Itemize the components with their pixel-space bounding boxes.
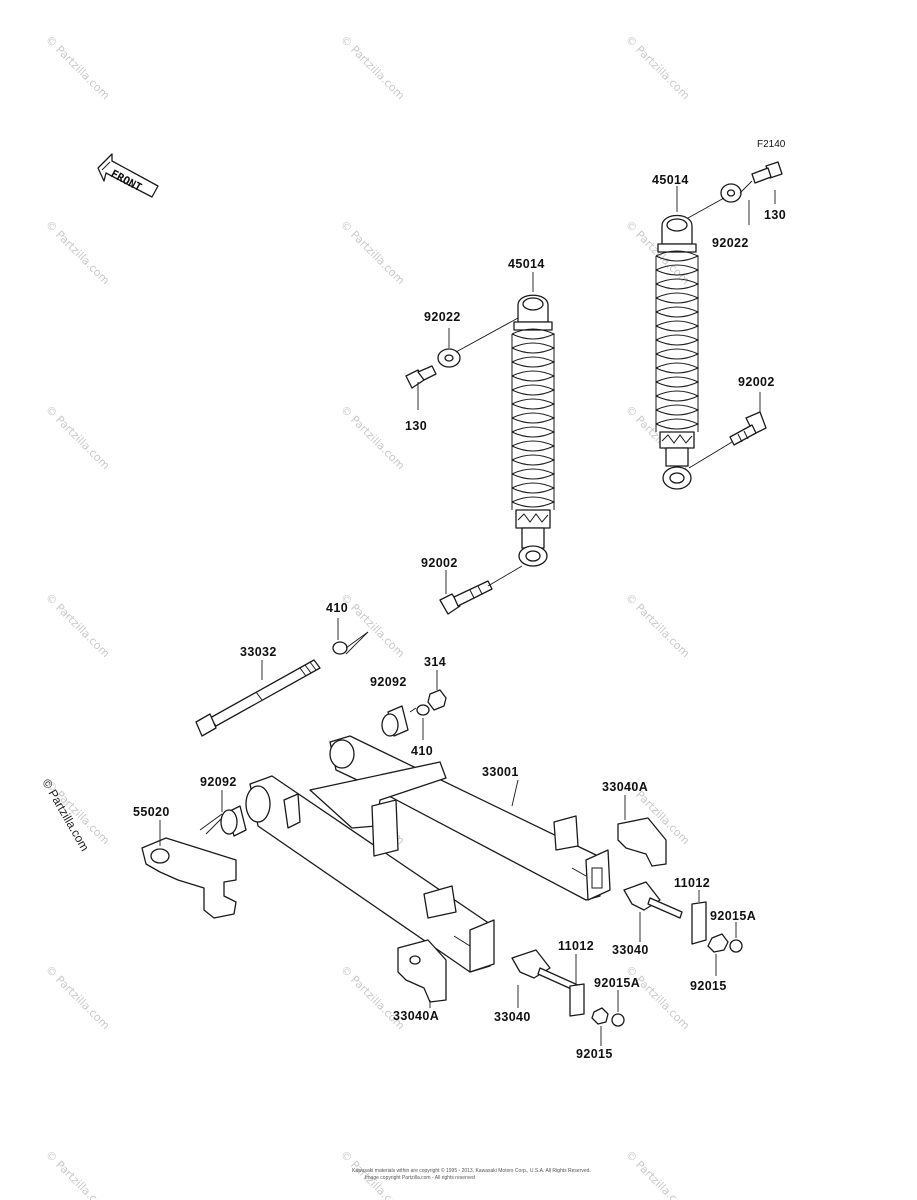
watermark: © Partzilla.com bbox=[43, 33, 112, 102]
part-labels: 45014 92022 130 92002 45014 92022 130 92… bbox=[133, 173, 786, 1061]
label-45014-b: 45014 bbox=[652, 173, 689, 187]
label-92015-right: 92015 bbox=[690, 979, 727, 993]
watermark: © Partzilla.com bbox=[338, 218, 407, 287]
chain-guide-55020 bbox=[141, 837, 237, 919]
label-314: 314 bbox=[424, 655, 446, 669]
leader-lines bbox=[159, 180, 776, 1046]
bolt-130-b bbox=[751, 161, 783, 184]
label-92015a-right: 92015A bbox=[710, 909, 756, 923]
label-410-a: 410 bbox=[326, 601, 348, 615]
label-92002-a: 92002 bbox=[421, 556, 458, 570]
label-11012-right: 11012 bbox=[674, 876, 710, 890]
nut-92015a-left bbox=[611, 1013, 625, 1027]
watermark: © Partzilla.com bbox=[43, 963, 112, 1032]
plate-11012-right bbox=[691, 901, 707, 945]
washer-410-b bbox=[416, 704, 430, 716]
plate-11012-left bbox=[569, 983, 585, 1017]
label-33040-right: 33040 bbox=[612, 943, 649, 957]
watermark: © Partzilla.com bbox=[43, 218, 112, 287]
watermark: © Partzilla.com bbox=[43, 591, 112, 660]
adjuster-33040-right bbox=[623, 881, 683, 919]
label-11012-left: 11012 bbox=[558, 939, 594, 953]
watermark: © Partzilla.com bbox=[623, 1148, 692, 1200]
nut-410-a bbox=[332, 641, 348, 655]
front-direction-arrow: FRONT bbox=[97, 153, 159, 198]
footer-line-2: Image copyright Partzilla.com - All righ… bbox=[365, 1175, 475, 1181]
watermark: © Partzilla.com bbox=[338, 33, 407, 102]
watermark: © Partzilla.com bbox=[623, 33, 692, 102]
label-33001: 33001 bbox=[482, 765, 519, 779]
label-45014-a: 45014 bbox=[508, 257, 545, 271]
figure-code: F2140 bbox=[757, 139, 786, 150]
label-55020: 55020 bbox=[133, 805, 170, 819]
watermark: © Partzilla.com bbox=[338, 403, 407, 472]
label-92015-left: 92015 bbox=[576, 1047, 613, 1061]
shock-absorber-left bbox=[511, 294, 556, 567]
label-92022-a: 92022 bbox=[424, 310, 461, 324]
watermark-layer: © Partzilla.com © Partzilla.com © Partzi… bbox=[43, 33, 692, 1200]
label-92002-b: 92002 bbox=[738, 375, 775, 389]
label-92022-b: 92022 bbox=[712, 236, 749, 250]
label-92015a-left: 92015A bbox=[594, 976, 640, 990]
pivot-shaft-33032 bbox=[195, 659, 321, 737]
label-410-b: 410 bbox=[411, 744, 433, 758]
label-33040a-right: 33040A bbox=[602, 780, 648, 794]
nut-314 bbox=[427, 689, 447, 711]
bolt-130-a bbox=[405, 365, 437, 389]
bracket-33040a-right bbox=[617, 817, 667, 867]
shock-absorber-right bbox=[655, 214, 700, 490]
watermark: © Partzilla.com bbox=[623, 963, 692, 1032]
bolt-92002-b bbox=[729, 411, 767, 446]
watermark: © Partzilla.com bbox=[623, 591, 692, 660]
bolt-92002-a bbox=[439, 580, 493, 615]
watermark: © Partzilla.com bbox=[338, 591, 407, 660]
label-92092-a: 92092 bbox=[370, 675, 407, 689]
nut-92015a-right bbox=[729, 939, 743, 953]
bushing-92092-b bbox=[220, 805, 247, 837]
label-130-b: 130 bbox=[764, 208, 786, 222]
nut-92015-right bbox=[707, 933, 729, 953]
footer-line-1: Kawasaki materials within are copyright … bbox=[352, 1167, 591, 1174]
label-130-a: 130 bbox=[405, 419, 427, 433]
bushing-92092-a bbox=[381, 705, 409, 737]
label-33032: 33032 bbox=[240, 645, 277, 659]
label-33040a-left: 33040A bbox=[393, 1009, 439, 1023]
label-92092-b: 92092 bbox=[200, 775, 237, 789]
label-33040-left: 33040 bbox=[494, 1010, 531, 1024]
swing-arm-33001 bbox=[245, 735, 611, 973]
watermark: © Partzilla.com bbox=[43, 403, 112, 472]
nut-92015-left bbox=[591, 1007, 609, 1025]
watermark: © Partzilla.com bbox=[43, 1148, 112, 1200]
